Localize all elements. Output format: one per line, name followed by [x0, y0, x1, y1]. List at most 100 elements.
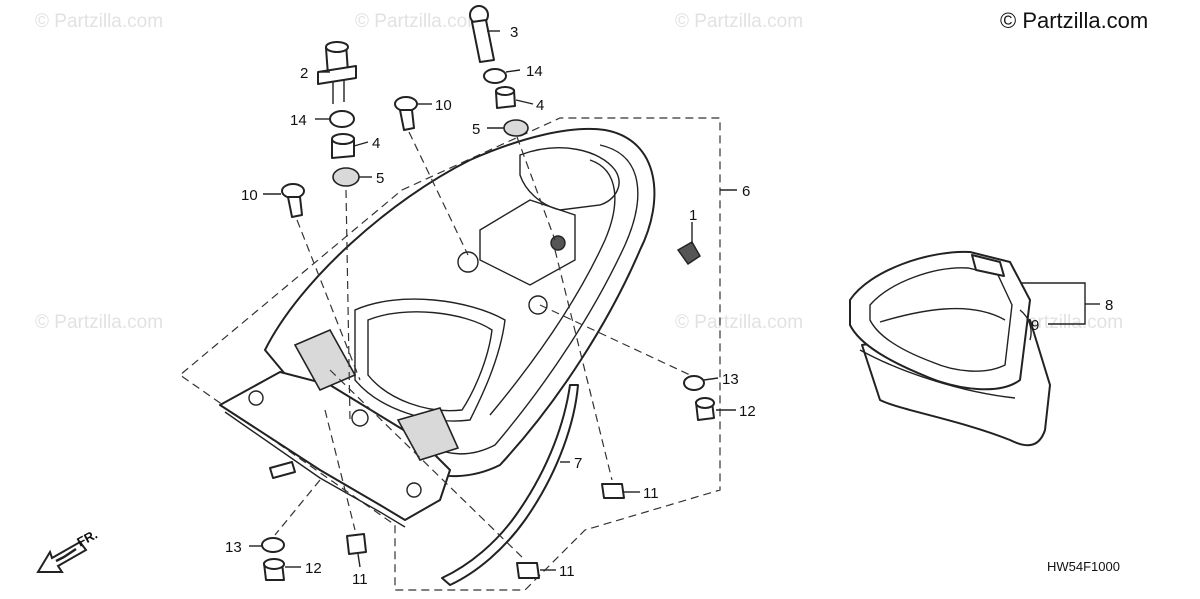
callout-1: 1 [689, 207, 697, 224]
base-tray [219, 328, 460, 528]
bolt-2-stack [317, 41, 360, 187]
assembly-outline [179, 117, 721, 591]
callout-14: 14 [290, 112, 307, 129]
seat-cowl-well [354, 298, 506, 422]
nut-12-top [695, 397, 715, 409]
callout-10: 10 [241, 187, 258, 204]
leader-line [357, 553, 361, 568]
guide-line [516, 136, 556, 241]
bolt-3-stack [469, 5, 529, 137]
seat-cowl-inner-rim [489, 159, 616, 416]
callout-labels: 1 2 3 4 4 5 5 6 7 8 9 10 10 11 11 11 12 … [225, 24, 1113, 588]
bolt-shank [399, 109, 415, 131]
seat-cowl-outer [264, 127, 656, 478]
callout-14: 14 [526, 63, 543, 80]
watermark: © Partzilla.com [675, 11, 803, 32]
callout-12: 12 [739, 403, 756, 420]
mount-hole [457, 251, 479, 273]
guide-line [408, 131, 469, 256]
callout-2: 2 [300, 65, 308, 82]
mount-hole [528, 295, 548, 315]
callout-5: 5 [376, 170, 384, 187]
seal-strip [441, 384, 579, 586]
washer [329, 110, 355, 128]
base-tray-block [396, 407, 460, 461]
diagram-code: HW54F1000 [1047, 559, 1120, 574]
clip-11 [516, 562, 540, 579]
tray-hole [248, 390, 264, 406]
bolt-head-top [325, 41, 349, 53]
tray-hole [406, 482, 422, 498]
storage-box-latch [971, 254, 1005, 277]
bolt-head [394, 96, 418, 112]
guide-line [324, 409, 356, 531]
grommet [332, 167, 360, 187]
guide-line [296, 219, 361, 381]
seat-cowl [264, 127, 656, 478]
storage-box-seam [859, 349, 1016, 399]
seat-cowl-rim [431, 144, 639, 455]
guide-lines [274, 131, 691, 561]
bolt-10-upper [394, 96, 418, 131]
storage-box [849, 250, 1051, 447]
storage-box-floor [879, 307, 1006, 323]
tray-hole [351, 409, 369, 427]
callout-6: 6 [742, 183, 750, 200]
bolt-10-left [281, 183, 305, 218]
leader-line [353, 141, 369, 147]
callout-13: 13 [722, 371, 739, 388]
grommet [503, 119, 529, 137]
callout-3: 3 [510, 24, 518, 41]
bolt-shank [471, 19, 495, 63]
callout-10: 10 [435, 97, 452, 114]
guide-line [274, 479, 321, 536]
callout-11: 11 [643, 485, 659, 502]
watermark: © Partzilla.com [35, 11, 163, 32]
leader-line [515, 99, 534, 105]
grommet-part-1 [676, 241, 701, 265]
storage-box-inner [869, 267, 1013, 372]
grommet-installed [550, 235, 566, 251]
base-tray-edge [224, 411, 406, 528]
callout-13: 13 [225, 539, 242, 556]
seat-cowl-well-inner [367, 311, 493, 412]
base-tray-block [293, 328, 357, 392]
callout-9: 9 [1031, 317, 1039, 334]
copyright-notice: © Partzilla.com [1000, 8, 1148, 33]
callout-11: 11 [559, 563, 575, 580]
watermark: © Partzilla.com [675, 312, 803, 333]
washer-13 [261, 537, 285, 553]
leader-lines [249, 30, 1100, 571]
callout-11: 11 [352, 571, 368, 588]
watermark: © Partzilla.com [35, 312, 163, 333]
seat-cowl-tail [519, 147, 620, 211]
leader-line [505, 69, 521, 73]
bolt-head [281, 183, 305, 199]
leader-line [703, 377, 719, 381]
callout-12: 12 [305, 560, 322, 577]
front-arrow-hatch [55, 547, 77, 563]
clip-11 [346, 533, 367, 555]
small-fasteners [261, 375, 715, 581]
guide-line [539, 304, 691, 376]
callout-4: 4 [372, 135, 380, 152]
guide-line [329, 369, 526, 561]
bolt-collar [317, 65, 357, 85]
front-direction-marker: FR. [36, 527, 100, 573]
tray-stud [269, 461, 296, 479]
watermark: © Partzilla.com [355, 11, 483, 32]
guide-line [554, 249, 613, 481]
collar-top [331, 133, 355, 145]
base-tray-plate [219, 371, 451, 521]
seal-part-9 [1019, 309, 1032, 341]
collar-top [495, 86, 515, 96]
callout-8: 8 [1105, 297, 1113, 314]
bolt-shank [287, 196, 303, 218]
seat-cowl-bracket [479, 199, 576, 286]
callout-5: 5 [472, 121, 480, 138]
washer [483, 68, 507, 84]
callout-7: 7 [574, 455, 582, 472]
clip-11 [601, 483, 625, 499]
